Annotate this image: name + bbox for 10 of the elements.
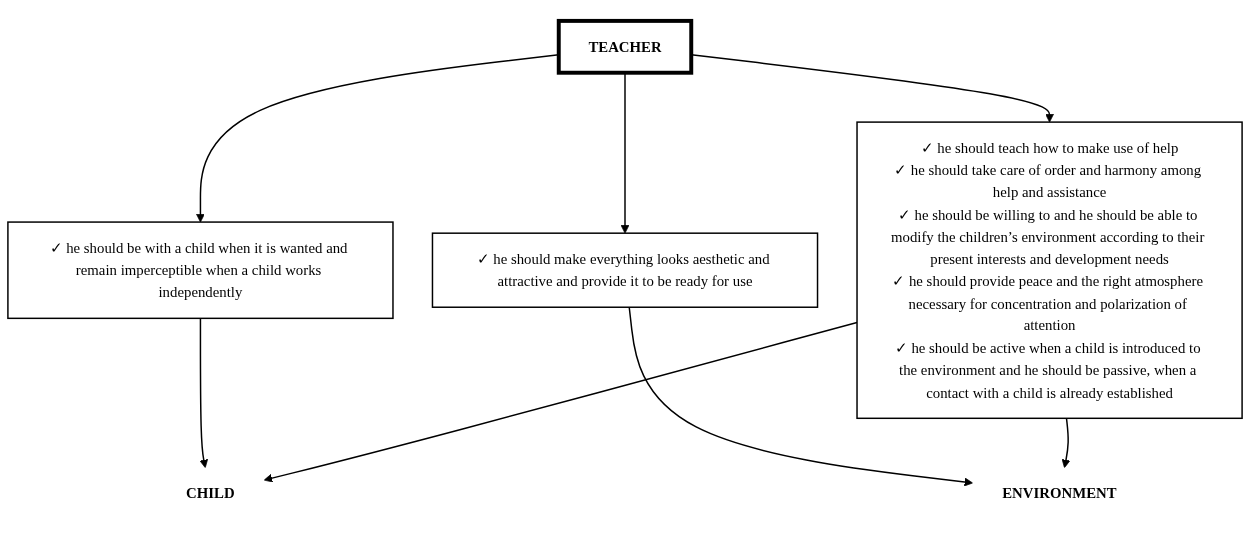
- node-text: ENVIRONMENT: [1002, 485, 1117, 502]
- node-box: TEACHER: [556, 18, 694, 75]
- arrow: [628, 306, 973, 487]
- arrow: [199, 317, 208, 468]
- arrow: [1061, 417, 1071, 468]
- node-box: ✓ he should make everything looks aesthetic and attractive and provide it to be ready for use: [431, 232, 819, 308]
- node-box: ✓ he should be with a child when it is wanted and remain imperceptible when a child works independently: [7, 221, 394, 319]
- node-box: ✓ he should teach how to make use of help ✓ he should take care of order and harmony among help and assistance ✓ he should be willing to and he should be able to modify the children’s environment according to their present interests and development needs ✓ he should provide peace and the right atmosphere necessary for concentration and polarization of attention ✓ he should be active when a child is introduced to the environment and he should be passive, when a contact with a child is already established: [856, 121, 1243, 419]
- node-text: CHILD: [186, 485, 235, 502]
- arrow: [263, 321, 858, 483]
